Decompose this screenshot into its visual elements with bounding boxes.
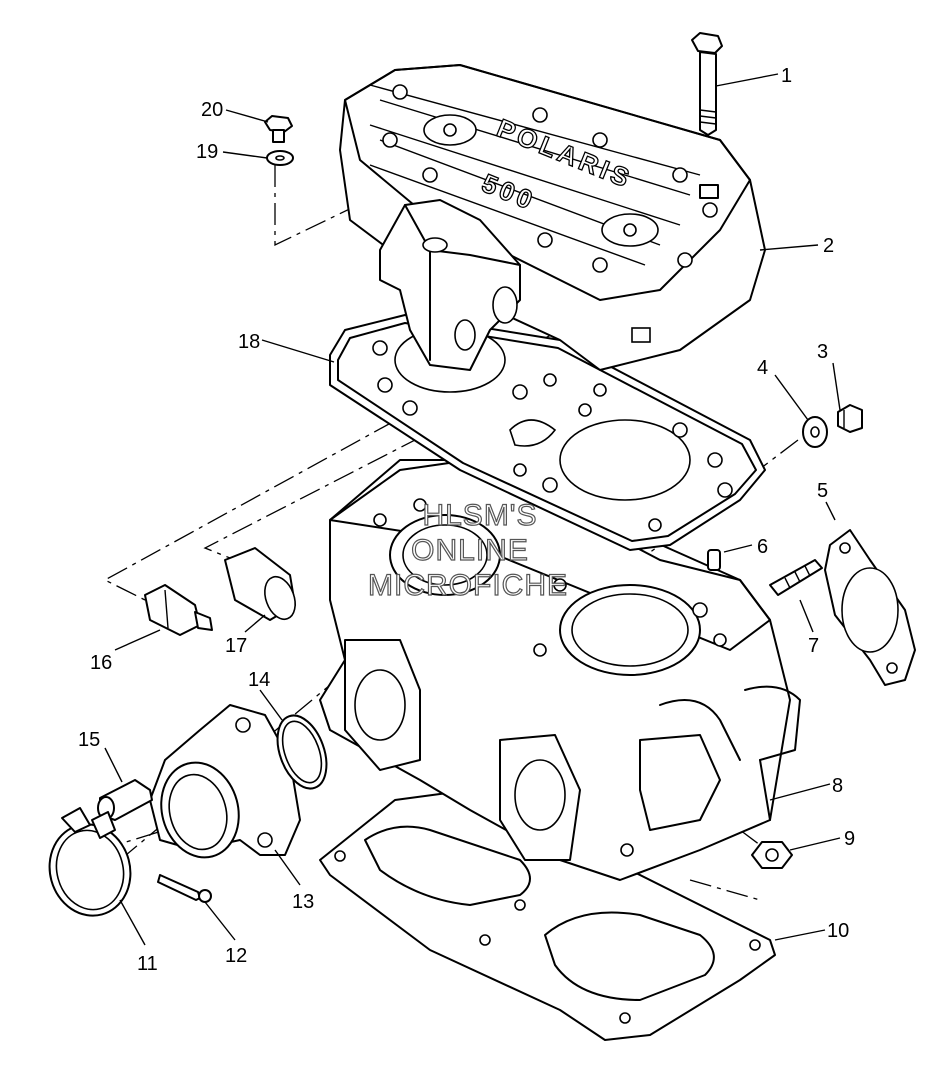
callout-12: 12 xyxy=(225,945,247,967)
nut xyxy=(751,841,793,869)
callout-18: 18 xyxy=(238,331,260,353)
callout-9: 9 xyxy=(844,828,855,850)
exhaust-gasket xyxy=(824,529,916,686)
cylinder-block xyxy=(319,459,801,881)
callout-20: 20 xyxy=(201,99,223,121)
watermark: HLSM'S ONLINE MICROFICHE xyxy=(367,498,568,602)
callout-7: 7 xyxy=(808,635,819,657)
screw-and-washer-right xyxy=(802,404,863,448)
callout-4: 4 xyxy=(757,357,768,379)
callout-10: 10 xyxy=(827,920,849,942)
watermark-line-3: MICROFICHE xyxy=(368,569,568,602)
exhaust-stud xyxy=(769,559,823,596)
callout-13: 13 xyxy=(292,891,314,913)
hose-clamp xyxy=(48,807,132,917)
head-bolt xyxy=(691,32,723,199)
leader-lines xyxy=(104,73,841,946)
small-screw xyxy=(157,874,212,903)
cylinder-head: POLARIS 500 xyxy=(339,64,766,371)
callout-1: 1 xyxy=(781,65,792,87)
callout-17: 17 xyxy=(225,635,247,657)
callout-19: 19 xyxy=(196,141,218,163)
callout-8: 8 xyxy=(832,775,843,797)
dowel-pin xyxy=(707,549,721,571)
callout-3: 3 xyxy=(817,341,828,363)
callout-11: 11 xyxy=(137,953,158,975)
callout-labels: 1 2 3 4 5 6 7 8 9 10 11 12 13 14 15 16 1… xyxy=(78,65,855,975)
callout-16: 16 xyxy=(90,652,112,674)
water-fitting-sleeve xyxy=(224,547,296,621)
watermark-line-1: HLSM'S xyxy=(422,499,537,532)
temperature-sensor xyxy=(144,584,213,636)
callout-6: 6 xyxy=(757,536,768,558)
watermark-line-2: ONLINE xyxy=(411,534,529,567)
o-ring xyxy=(276,714,328,790)
base-gasket xyxy=(319,789,776,1041)
callout-15: 15 xyxy=(78,729,100,751)
callout-14: 14 xyxy=(248,669,270,691)
callout-2: 2 xyxy=(823,235,834,257)
callout-5: 5 xyxy=(817,480,828,502)
water-outlet-housing xyxy=(379,199,521,371)
bleed-screw-and-washer xyxy=(264,115,294,166)
exhaust-elbow xyxy=(149,704,301,859)
